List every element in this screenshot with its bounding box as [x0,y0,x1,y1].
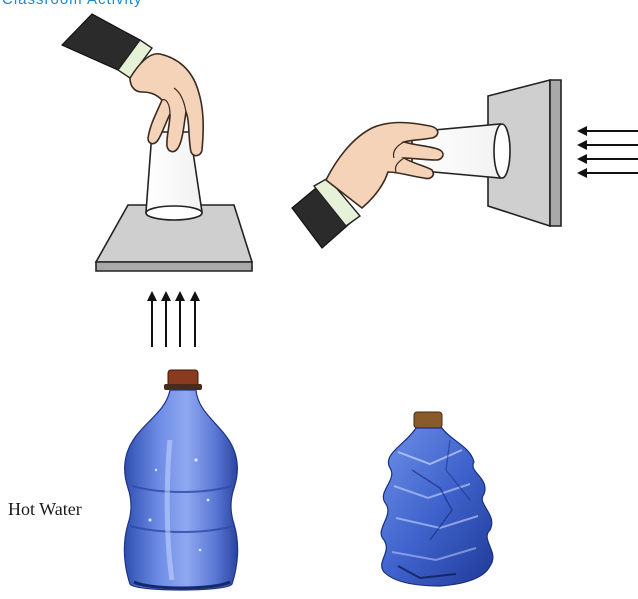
leftward-air-pressure-arrows-icon [582,131,638,173]
plastic-bottle-icon [124,370,237,590]
upward-air-pressure-arrows-icon [152,296,195,347]
hand [130,54,203,156]
hand-holding-inverted-cup-icon [62,14,252,271]
hot-water-label: Hot Water [8,499,82,520]
crushed-plastic-bottle-icon [381,412,493,586]
hand-holding-sideways-cup-icon [292,80,561,248]
